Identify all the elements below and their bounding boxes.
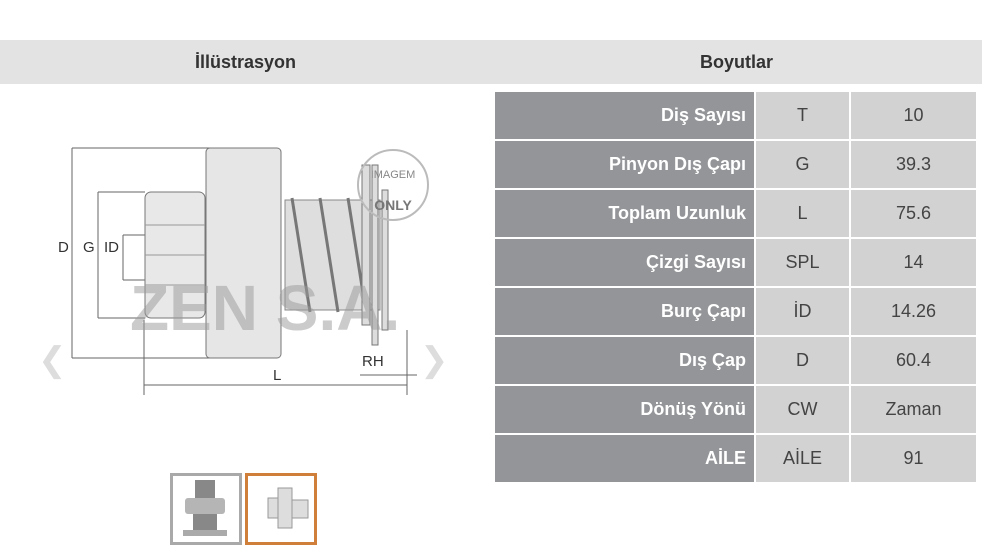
stamp-text: IMAGEM: [371, 169, 416, 181]
label-id: ID: [104, 239, 119, 256]
cell-label: AİLE: [495, 434, 756, 484]
cell-code: T: [755, 92, 851, 141]
cell-value: 10: [850, 92, 978, 141]
cell-value: 75.6: [850, 189, 978, 239]
cell-value: 39.3: [850, 140, 978, 190]
prev-image-arrow-icon[interactable]: ❮: [38, 341, 67, 379]
thumbnail-drawing[interactable]: [245, 473, 317, 545]
stamp-text: ONLY: [374, 197, 412, 213]
cell-code: D: [755, 336, 851, 386]
illustration-title: İllüstrasyon: [194, 51, 297, 72]
cell-code: L: [755, 189, 851, 239]
cell-value: 14.26: [850, 287, 978, 337]
cell-label: Burç Çapı: [495, 287, 756, 337]
dimensions-title: Boyutlar: [699, 51, 773, 72]
cell-value: 14: [850, 238, 978, 288]
cell-code: CW: [755, 385, 851, 435]
cell-code: İD: [755, 287, 851, 337]
cell-value: Zaman: [850, 385, 978, 435]
starter-drive-photo-icon: [183, 480, 227, 536]
cell-value: 91: [850, 434, 978, 484]
cell-label: Pinyon Dış Çapı: [495, 140, 756, 190]
label-l: L: [273, 367, 281, 384]
label-rh: RH: [362, 353, 384, 370]
dimensions-header: Boyutlar: [491, 40, 982, 84]
thumbnail-photo[interactable]: [170, 473, 242, 545]
label-d: D: [58, 239, 69, 256]
cell-value: 60.4: [850, 336, 978, 386]
cell-label: Dönüş Yönü: [495, 385, 756, 435]
illustration-header: İllüstrasyon: [0, 40, 491, 84]
cell-code: AİLE: [755, 434, 851, 484]
product-drawing: IMAGEM ONLY ZEN S.A. D G ID L RH: [58, 147, 429, 395]
watermark: ZEN S.A.: [130, 272, 400, 344]
next-image-arrow-icon[interactable]: ❯: [420, 341, 449, 379]
drawing-thumbnail-icon: [267, 487, 309, 529]
cell-label: Dış Çap: [495, 336, 756, 386]
label-g: G: [83, 239, 95, 256]
cell-code: G: [755, 140, 851, 190]
cell-label: Çizgi Sayısı: [495, 238, 756, 288]
cell-label: Toplam Uzunluk: [495, 189, 756, 239]
cell-label: Diş Sayısı: [495, 92, 756, 141]
cell-code: SPL: [755, 238, 851, 288]
